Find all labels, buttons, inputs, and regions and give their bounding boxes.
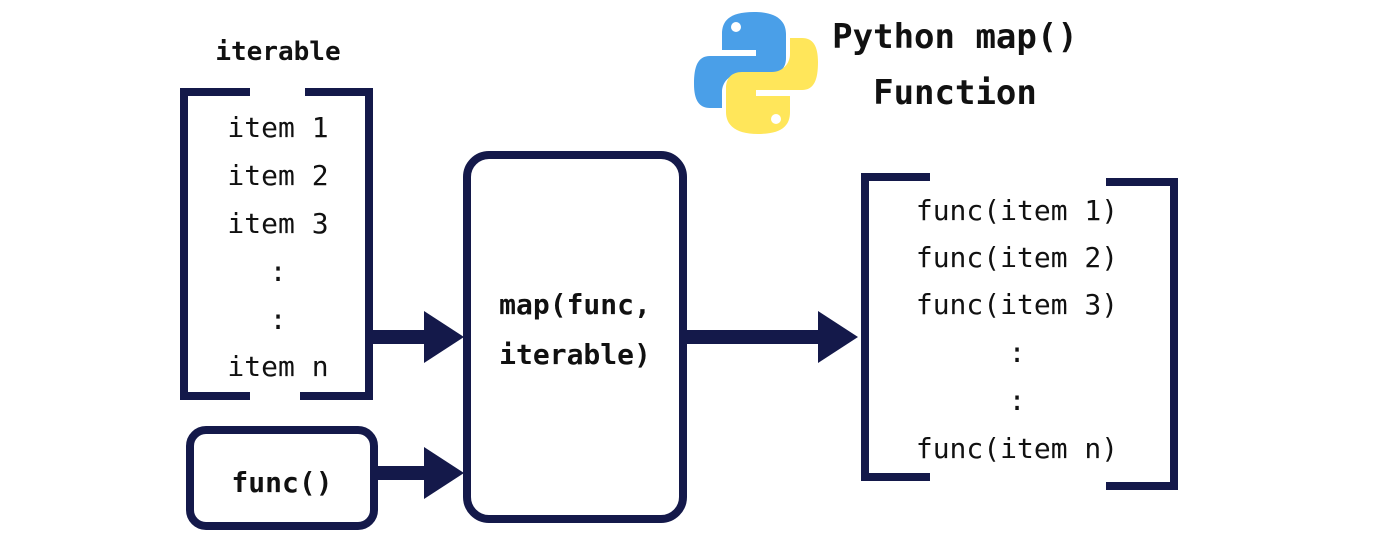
iterable-label: iterable bbox=[215, 37, 340, 67]
arrow-right-icon bbox=[370, 311, 464, 363]
iterable-item: item 2 bbox=[227, 159, 328, 192]
iterable-ellipsis: : bbox=[270, 303, 287, 336]
iterable-item: item 3 bbox=[227, 207, 328, 240]
title-line-2: Function bbox=[873, 73, 1037, 113]
iterable-item: item 1 bbox=[227, 111, 328, 144]
python-logo-icon bbox=[694, 12, 818, 134]
iterable-bracket bbox=[180, 88, 373, 400]
map-box bbox=[463, 151, 687, 523]
iterable-item: item n bbox=[227, 350, 328, 383]
output-ellipsis: : bbox=[1009, 336, 1026, 369]
arrow-right-icon bbox=[684, 311, 858, 363]
arrow-right-icon bbox=[374, 447, 464, 499]
title-line-1: Python map() bbox=[832, 17, 1078, 57]
map-box-line-2: iterable) bbox=[499, 338, 651, 371]
output-item: func(item 2) bbox=[916, 241, 1118, 274]
output-ellipsis: : bbox=[1009, 384, 1026, 417]
output-item: func(item n) bbox=[916, 432, 1118, 465]
iterable-ellipsis: : bbox=[270, 255, 287, 288]
output-item: func(item 1) bbox=[916, 194, 1118, 227]
output-item: func(item 3) bbox=[916, 288, 1118, 321]
output-bracket bbox=[861, 173, 1178, 490]
func-box-label: func() bbox=[231, 466, 332, 499]
map-box-line-1: map(func, bbox=[499, 288, 651, 321]
